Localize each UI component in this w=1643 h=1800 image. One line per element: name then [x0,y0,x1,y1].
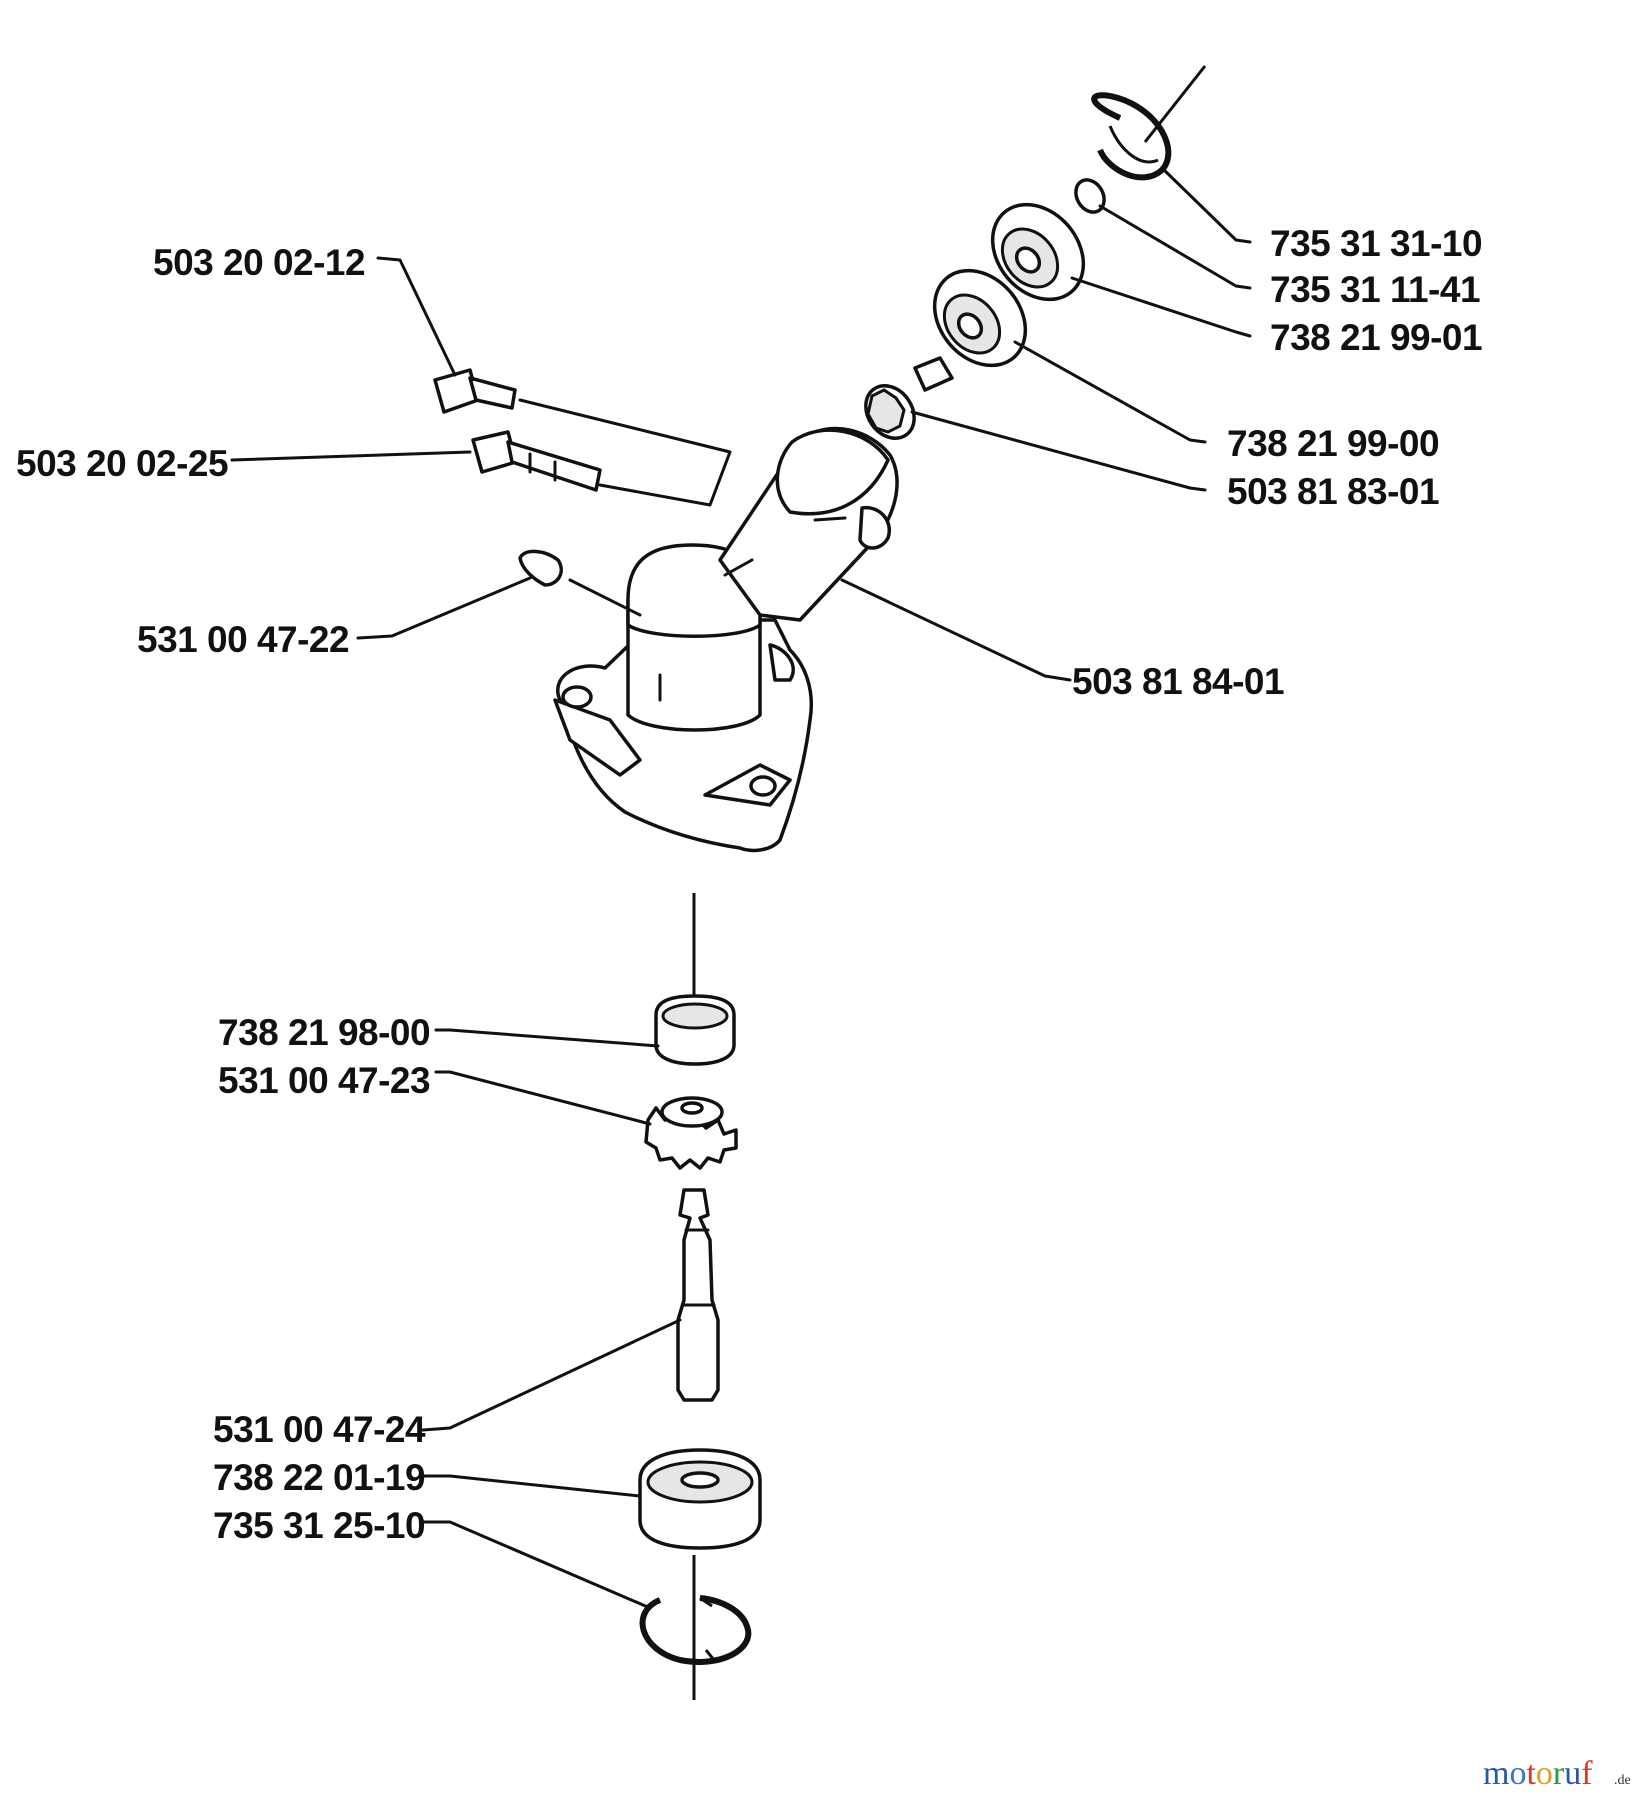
part-label: 503 20 02-25 [16,443,228,484]
part-label: 738 21 99-00 [1227,423,1439,464]
part-label: 738 21 98-00 [218,1012,430,1053]
part-label: 738 22 01-19 [213,1457,425,1498]
pinion-gear [864,356,954,440]
watermark-logo: motoruf .de [1483,1755,1631,1792]
watermark-letter: o [1509,1755,1526,1792]
ball-bearing-large [638,1448,762,1550]
part-label: 503 81 83-01 [1227,471,1439,512]
part-label: 735 31 11-41 [1270,269,1480,310]
watermark-letter: o [1536,1755,1553,1792]
bevel-gear [644,1096,738,1170]
output-shaft [676,1188,720,1402]
ball-bearing-upper [990,202,1086,302]
upper-shaft-axis [1143,65,1207,143]
watermark-letter: r [1553,1755,1565,1792]
circlip-bottom [639,1595,752,1665]
circlip-top [1091,92,1172,181]
watermark-letter: f [1581,1755,1593,1792]
part-label: 738 21 99-01 [1270,317,1482,358]
watermark-letter: t [1526,1755,1536,1792]
part-label: 531 00 47-24 [213,1409,426,1450]
part-label: 503 81 84-01 [1072,661,1284,702]
washer-small [1074,178,1106,214]
bolt-upper [433,368,517,414]
part-label: 735 31 25-10 [213,1505,425,1546]
bolt-lower [471,430,602,492]
gear-housing [553,426,899,853]
ball-bearing-lower [932,268,1028,368]
grease-nipple [518,549,563,587]
leader-lines [230,166,1252,1610]
part-label: 531 00 47-23 [218,1060,430,1101]
watermark-letter: u [1564,1755,1581,1792]
part-label: 531 00 47-22 [137,619,349,660]
part-label: 503 20 02-12 [153,242,365,283]
part-labels: 503 20 02-12 503 20 02-25 531 00 47-22 7… [16,223,1483,1546]
svg-text:motoruf: motoruf [1483,1755,1593,1792]
watermark-letter: m [1483,1755,1509,1792]
needle-bearing [654,994,736,1066]
part-label: 735 31 31-10 [1270,223,1482,264]
watermark-suffix: .de [1614,1773,1631,1788]
